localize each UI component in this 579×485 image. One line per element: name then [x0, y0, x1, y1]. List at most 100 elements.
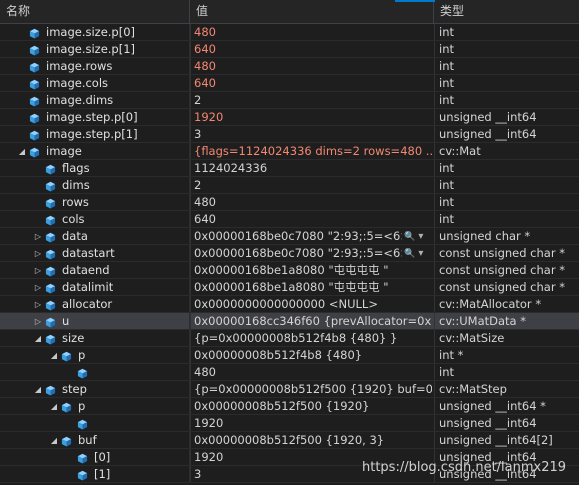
- triangle-down-icon[interactable]: ◢: [50, 436, 58, 445]
- value-cell[interactable]: 0x00000168be0c7080 "2:93;:5=<6>>6>...: [194, 229, 402, 243]
- triangle-right-icon[interactable]: ▷: [34, 232, 42, 241]
- name-cell: ◢p: [0, 347, 190, 363]
- variable-name: p: [78, 399, 86, 413]
- cube-icon: [77, 469, 88, 481]
- value-cell[interactable]: 2: [194, 93, 202, 107]
- value-cell[interactable]: 480: [194, 195, 216, 209]
- value-cell[interactable]: 2: [194, 178, 202, 192]
- value-cell[interactable]: 3: [194, 467, 202, 481]
- value-cell[interactable]: 0x00000008b512f500 {1920, 3}: [194, 433, 385, 447]
- triangle-down-icon[interactable]: ◢: [34, 334, 42, 343]
- value-cell[interactable]: 0x00000008b512f4b8 {480}: [194, 348, 363, 362]
- magnifier-icon[interactable]: 🔍: [404, 249, 416, 259]
- column-header-name[interactable]: 名称: [0, 0, 190, 23]
- chevron-down-icon[interactable]: ▾: [415, 248, 424, 259]
- value-cell[interactable]: 480: [194, 25, 216, 39]
- value-cell[interactable]: 0x00000168be0c7080 "2:93;:5=<6>>6>...: [194, 246, 402, 260]
- value-cell[interactable]: 640: [194, 212, 216, 226]
- triangle-right-icon[interactable]: ▷: [34, 249, 42, 258]
- column-divider: [190, 109, 191, 125]
- triangle-right-icon[interactable]: ▷: [34, 300, 42, 309]
- triangle-down-icon[interactable]: ◢: [18, 147, 26, 156]
- column-divider: [190, 143, 191, 159]
- watch-row[interactable]: ◢step {p=0x00000008b512f500 {1920} buf=0x…: [0, 381, 579, 398]
- value-cell[interactable]: 1920: [194, 450, 224, 464]
- value-cell[interactable]: 640: [194, 42, 216, 56]
- value-cell[interactable]: 0x00000168be1a8080 "屯屯屯屯 ": [194, 263, 389, 277]
- variable-name: cols: [62, 212, 85, 226]
- triangle-right-icon[interactable]: ▷: [34, 317, 42, 326]
- triangle-down-icon[interactable]: ◢: [50, 402, 58, 411]
- watch-row[interactable]: ◢image{flags=1124024336 dims=2 rows=480 …: [0, 143, 579, 160]
- column-divider: [190, 126, 191, 142]
- column-divider: [434, 58, 435, 74]
- value-cell[interactable]: 1124024336: [194, 161, 268, 175]
- variable-name: p: [78, 348, 86, 362]
- triangle-right-icon[interactable]: ▷: [34, 266, 42, 275]
- column-divider: [434, 228, 435, 244]
- value-cell[interactable]: {flags=1124024336 dims=2 rows=480 ...}: [194, 144, 432, 158]
- triangle-down-icon[interactable]: ◢: [34, 385, 42, 394]
- watch-row[interactable]: ◢size{p=0x00000008b512f4b8 {480} }cv::Ma…: [0, 330, 579, 347]
- variable-name: datalimit: [62, 280, 114, 294]
- triangle-right-icon[interactable]: ▷: [34, 283, 42, 292]
- column-divider: [434, 194, 435, 210]
- column-divider: [434, 211, 435, 227]
- value-cell[interactable]: 1920: [194, 110, 224, 124]
- watermark: https://blog.csdn.net/lanmx219: [362, 460, 567, 475]
- value-cell[interactable]: 1920: [194, 416, 224, 430]
- triangle-down-icon[interactable]: ◢: [50, 351, 58, 360]
- chevron-down-icon[interactable]: ▾: [415, 231, 424, 242]
- value-cell[interactable]: 0x00000168be1a8080 "屯屯屯屯 ": [194, 280, 389, 294]
- name-cell: ◢buf: [0, 432, 190, 448]
- value-cell[interactable]: 480: [194, 59, 216, 73]
- value-cell[interactable]: 0x00000168cc346f60 {prevAllocator=0x0000…: [194, 314, 432, 328]
- cube-icon: [61, 401, 72, 413]
- column-divider: [190, 364, 191, 380]
- value-cell[interactable]: {p=0x00000008b512f4b8 {480} }: [194, 331, 398, 345]
- column-header-value[interactable]: 值: [190, 0, 434, 23]
- type-cell: unsigned __int64: [439, 450, 537, 464]
- watch-row[interactable]: ▷ u 0x00000168cc346f60 {prevAllocator=0x00…: [0, 313, 579, 330]
- cube-icon: [61, 350, 72, 362]
- value-cell[interactable]: 0x0000000000000000 <NULL>: [194, 297, 378, 311]
- type-cell: cv::MatSize: [439, 331, 505, 345]
- column-divider: [434, 24, 435, 40]
- value-cell[interactable]: 480: [194, 365, 216, 379]
- type-cell: int: [439, 76, 454, 90]
- value-cell[interactable]: 640: [194, 76, 216, 90]
- cube-icon: [45, 299, 56, 311]
- value-cell[interactable]: 0x00000008b512f500 {1920}: [194, 399, 370, 413]
- magnifier-icon[interactable]: 🔍: [404, 232, 416, 242]
- variable-name: u: [62, 314, 70, 328]
- column-header-type[interactable]: 类型: [440, 4, 465, 18]
- column-divider: [190, 58, 191, 74]
- value-cell[interactable]: 3: [194, 127, 202, 141]
- value-cell[interactable]: {p=0x00000008b512f500 {1920} buf=0x0000.…: [194, 382, 432, 396]
- type-cell: int: [439, 25, 454, 39]
- name-cell: ◢step: [0, 381, 190, 397]
